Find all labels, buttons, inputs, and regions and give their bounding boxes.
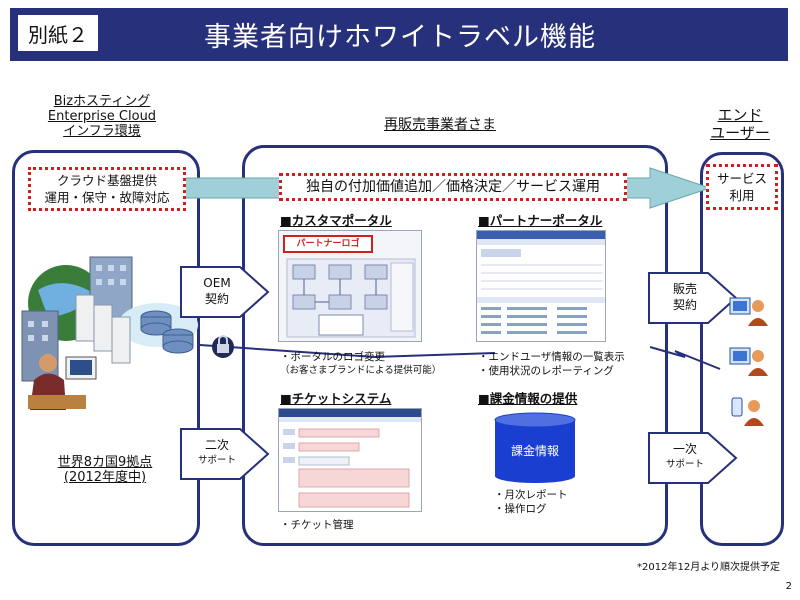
ticket-form [279, 409, 421, 508]
customer-portal-note-2: （お客さまブランドによる提供可能） [280, 365, 442, 376]
attachment-tag: 別紙２ [17, 14, 99, 52]
value-add-banner: 独自の付加価値追加／価格決定／サービス運用 [279, 173, 627, 201]
primary-support-arrow-shape [648, 432, 738, 484]
service-use-line-1: サービス [716, 171, 767, 186]
partner-portal-table [477, 231, 605, 334]
billing-database-icon [494, 412, 576, 483]
sales-contract-label: 販売 契約 [650, 281, 720, 313]
billing-note-1: ・月次レポート [494, 489, 568, 501]
customer-portal-note-1: ・ポータルのロゴ変更 [280, 351, 385, 363]
customer-portal-screenshot: パートナーロゴ [278, 230, 422, 342]
secondary-label-line-2: サポート [197, 455, 236, 466]
secondary-support-arrow-shape [180, 428, 270, 480]
oem-label-line-1: OEM [203, 276, 231, 290]
primary-support-label: 一次 サポート [650, 441, 720, 473]
oem-arrow-shape [180, 266, 270, 318]
billing-database-label: 課金情報 [510, 444, 559, 458]
primary-label-line-2: サポート [665, 459, 704, 470]
service-use-line-2: 利用 [729, 188, 755, 203]
right-heading: エンド ユーザー [700, 106, 780, 142]
secondary-support-label: 二次 サポート [182, 437, 252, 469]
left-heading: Bizホスティング Enterprise Cloud インフラ環境 [32, 94, 172, 139]
billing-note-2: ・操作ログ [494, 503, 547, 515]
bases-text: 世界8カ国9拠点 (2012年度中) [40, 455, 170, 485]
primary-label-line-1: 一次 [672, 442, 697, 456]
sales-label-line-1: 販売 [672, 282, 697, 296]
right-heading-line-2: ユーザー [710, 124, 770, 142]
partner-portal-title: ■パートナーポータル [478, 213, 603, 228]
ticket-system-screenshot [278, 408, 422, 512]
user-mobile-icon [731, 397, 764, 426]
partner-logo-box: パートナーロゴ [283, 235, 373, 253]
ticket-system-title: ■チケットシステム [280, 391, 392, 406]
datacenter-illustration-icon [21, 256, 198, 410]
ticket-system-notes: ・チケット管理 [280, 518, 440, 532]
cloud-infra-line-2: 運用・保守・故障対応 [44, 190, 170, 205]
oem-label-line-2: 契約 [204, 292, 229, 306]
page-title: 事業者向けホワイトラベル機能 [204, 22, 596, 53]
customer-portal-title: ■カスタマポータル [280, 213, 392, 228]
user-pc-icon-1 [729, 297, 768, 326]
left-heading-line-1: Bizホスティング [53, 94, 151, 109]
left-heading-line-2: Enterprise Cloud [47, 109, 157, 124]
availability-note: *2012年12月より順次提供予定 [637, 562, 780, 573]
partner-portal-notes: ・エンドユーザ情報の一覧表示 ・使用状況のレポーティング [478, 350, 658, 378]
oem-contract-label: OEM 契約 [182, 275, 252, 307]
portal-network-diagram [286, 258, 416, 338]
secure-connection-icon [199, 335, 721, 370]
partner-portal-note-2: ・使用状況のレポーティング [478, 365, 614, 377]
ticket-note-1: ・チケット管理 [280, 519, 354, 531]
secondary-label-line-1: 二次 [204, 438, 229, 452]
sales-arrow-shape [648, 272, 738, 324]
user-pc-icon-2 [729, 347, 768, 376]
bases-line-2: (2012年度中) [63, 470, 147, 485]
left-heading-line-3: インフラ環境 [63, 124, 141, 139]
bases-line-1: 世界8カ国9拠点 [57, 455, 153, 470]
partner-portal-screenshot [476, 230, 606, 342]
partner-portal-note-1: ・エンドユーザ情報の一覧表示 [478, 351, 625, 363]
sales-label-line-2: 契約 [672, 298, 697, 312]
service-use-box: サービス 利用 [706, 164, 778, 210]
customer-portal-notes: ・ポータルのロゴ変更 （お客さまブランドによる提供可能） [280, 350, 470, 378]
cloud-infra-box: クラウド基盤提供 運用・保守・故障対応 [28, 167, 186, 211]
right-heading-line-1: エンド [717, 106, 763, 124]
billing-title: ■課金情報の提供 [478, 391, 578, 406]
title-bar [10, 8, 788, 61]
center-heading: 再販売事業者さま [384, 117, 496, 133]
end-user-icons [729, 297, 768, 426]
billing-notes: ・月次レポート ・操作ログ [494, 488, 644, 516]
cloud-infra-line-1: クラウド基盤提供 [56, 173, 157, 188]
page-number: 2 [785, 581, 792, 592]
